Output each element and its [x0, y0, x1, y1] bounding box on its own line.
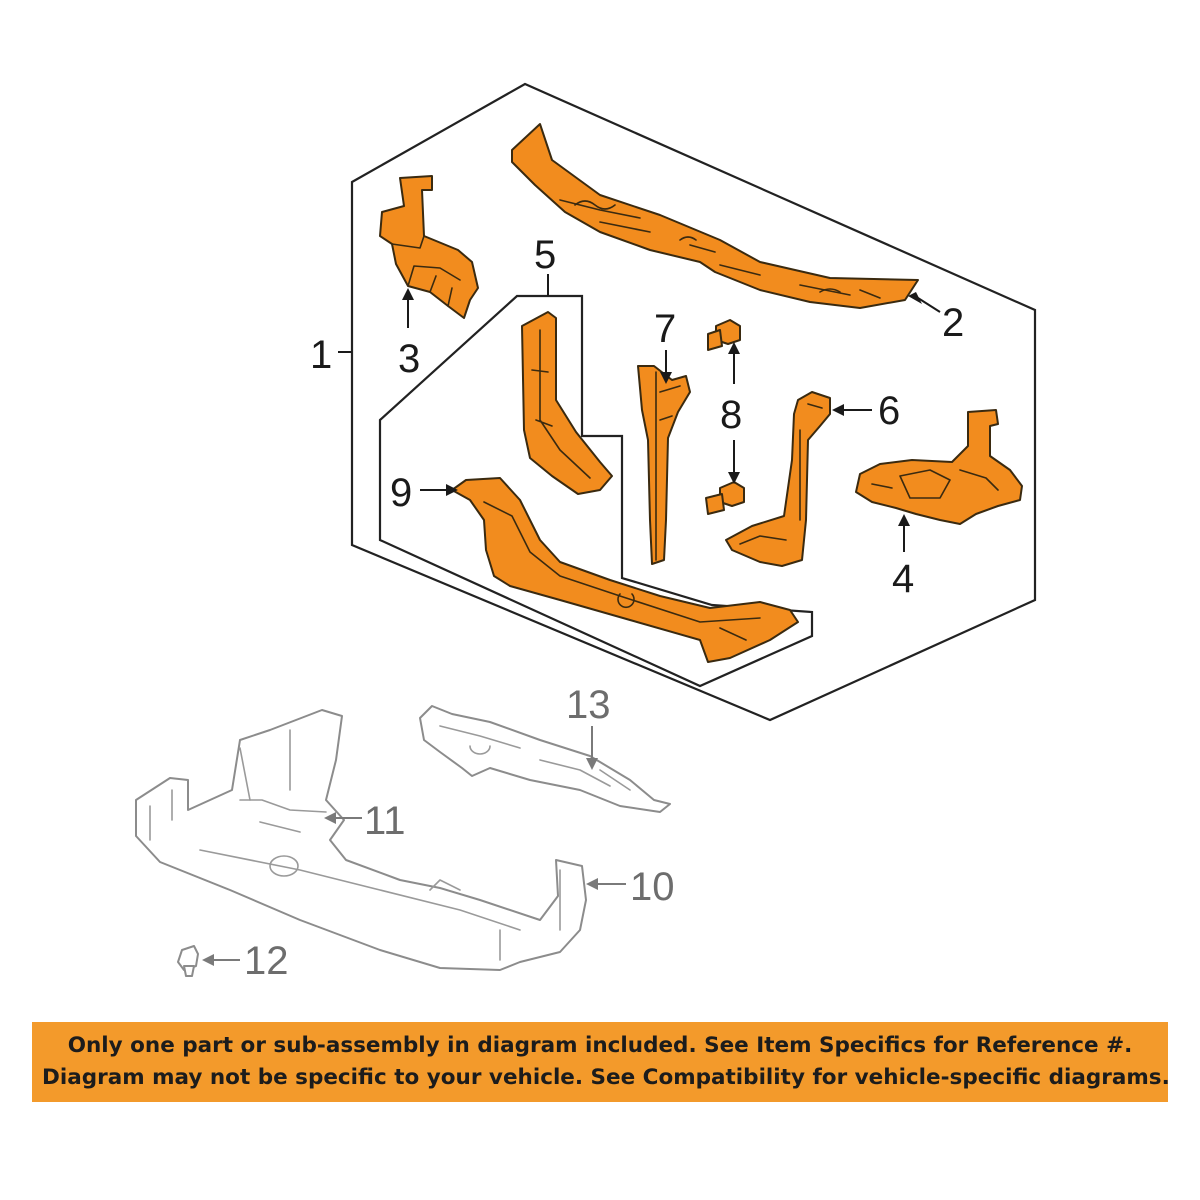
callout-12: 12: [244, 939, 289, 983]
callout-13: 13: [566, 683, 611, 727]
callout-7: 7: [654, 307, 676, 351]
part-12-clip-icon: [177, 945, 199, 977]
assembly-frame: [350, 82, 1037, 722]
leaders-grey: [202, 726, 626, 966]
part-4-right-bracket: [855, 409, 1023, 525]
bolt-lower-icon: [705, 481, 745, 515]
callout-1: 1: [310, 333, 332, 377]
part-5-left-support: [521, 311, 613, 495]
callout-8: 8: [720, 393, 742, 437]
part-10-11-splash-shield: [135, 709, 587, 971]
callout-9: 9: [390, 471, 412, 515]
bolt-upper-icon: [707, 319, 741, 351]
part-3-left-bracket: [379, 175, 479, 319]
part-9-lower-tie-bar: [451, 477, 799, 663]
leaders: [338, 274, 941, 552]
callout-11: 11: [364, 799, 406, 843]
callout-10: 10: [630, 865, 675, 909]
disclaimer-banner: Only one part or sub-assembly in diagram…: [32, 1022, 1170, 1102]
callout-4: 4: [892, 557, 914, 601]
callout-3: 3: [398, 337, 420, 381]
part-6-right-support: [725, 391, 831, 567]
part-13-lower-guide: [419, 705, 671, 813]
disclaimer-line-1: Only one part or sub-assembly in diagram…: [67, 1033, 1133, 1058]
part-7-center-support: [637, 365, 691, 565]
sub-assembly-frame: [378, 294, 814, 688]
callout-2: 2: [942, 301, 964, 345]
disclaimer-line-2: Diagram may not be specific to your vehi…: [42, 1065, 1170, 1090]
callout-5: 5: [534, 233, 556, 277]
part-2-upper-tie-bar: [511, 123, 919, 309]
part-8-bolts: [705, 319, 745, 515]
callout-6: 6: [878, 389, 900, 433]
